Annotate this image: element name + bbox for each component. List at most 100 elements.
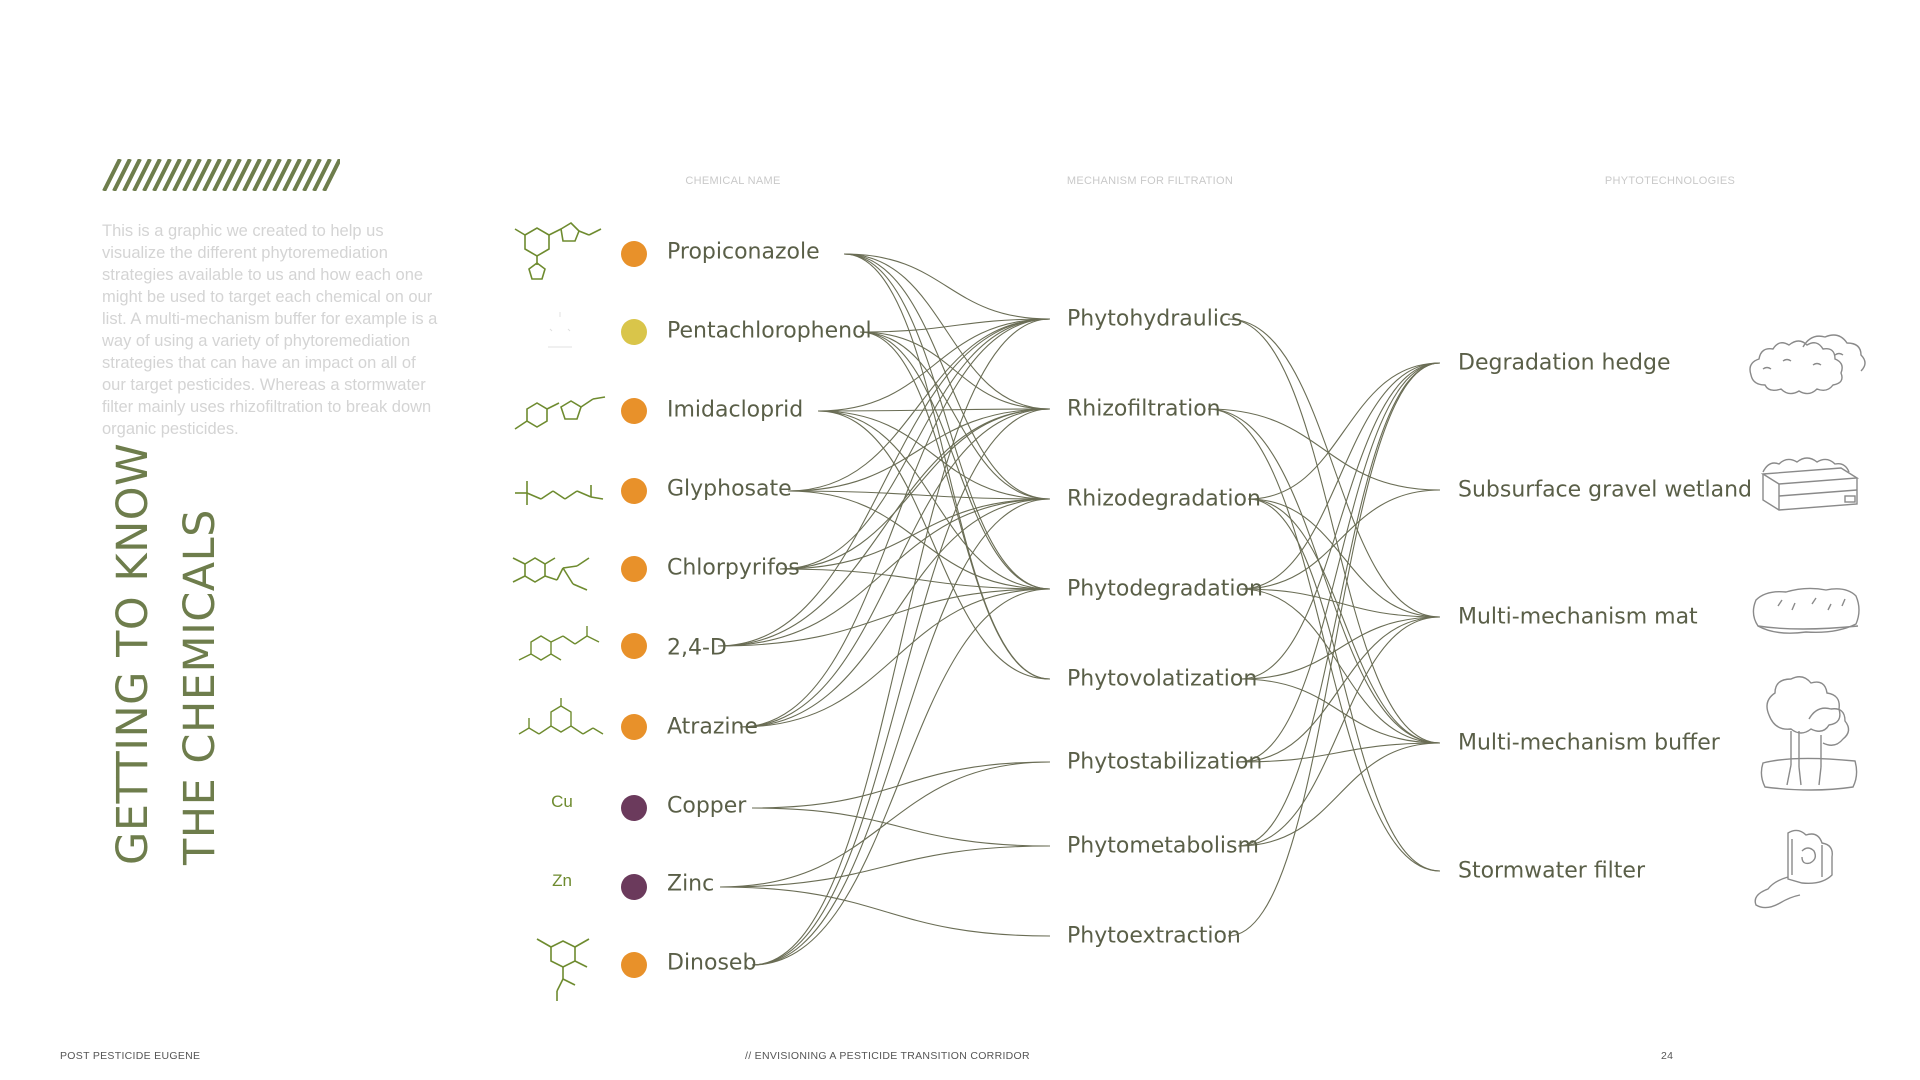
glyphosate-structure-icon bbox=[515, 481, 604, 505]
mechanism-technology-link bbox=[1237, 616, 1441, 847]
chemical-mechanism-link bbox=[787, 408, 1051, 492]
chemical-mechanism-link bbox=[739, 318, 1051, 728]
mechanism-label: Phytoextraction bbox=[1067, 923, 1241, 949]
chemical-label: Copper bbox=[667, 793, 747, 819]
copper-symbol: Cu bbox=[551, 792, 573, 811]
imidacloprid-structure-icon bbox=[514, 396, 606, 430]
chemical-mechanism-link bbox=[859, 318, 1051, 333]
mechanism-technology-link bbox=[1207, 408, 1441, 872]
mechanism-technology-link bbox=[1227, 318, 1441, 618]
mechanism-technology-link bbox=[1237, 742, 1441, 763]
gravel-wetland-sketch-icon bbox=[1760, 457, 1860, 511]
chemical-mechanism-link bbox=[817, 318, 1051, 412]
chemical-mechanism-link bbox=[859, 331, 1051, 680]
mechanism-technology-link bbox=[1239, 588, 1441, 618]
mechanism-label: Phytostabilization bbox=[1067, 749, 1263, 775]
chemical-mechanism-link bbox=[859, 331, 1051, 500]
mechanism-technology-link bbox=[1207, 408, 1441, 491]
mechanism-label: Rhizodegradation bbox=[1067, 486, 1261, 512]
chemical-mechanism-link bbox=[739, 408, 1051, 728]
chemical-label: 2,4-D bbox=[667, 635, 727, 661]
chemical-dot-glyphosate bbox=[621, 478, 647, 504]
column-header-tech: PHYTOTECHNOLOGIES bbox=[1604, 175, 1736, 187]
mechanism-label: Phytodegradation bbox=[1067, 576, 1263, 602]
chemical-mechanism-link bbox=[843, 253, 1051, 500]
page-number: 24 bbox=[1661, 1050, 1674, 1062]
chemical-mechanism-link bbox=[751, 498, 1051, 966]
technology-label: Subsurface gravel wetland bbox=[1458, 477, 1752, 503]
chemical-mechanism-link bbox=[787, 490, 1051, 590]
chemical-mechanism-link bbox=[779, 498, 1051, 570]
chemical-mechanism-link bbox=[739, 588, 1051, 728]
chemical-label: Propiconazole bbox=[667, 239, 820, 265]
chemical-mechanism-link bbox=[717, 318, 1051, 647]
chemical-mechanism-link bbox=[719, 886, 1051, 937]
zinc-symbol: Zn bbox=[552, 871, 572, 890]
chemical-mechanism-link bbox=[719, 761, 1051, 888]
mechanism-technology-link bbox=[1239, 588, 1441, 744]
mechanism-technology-link bbox=[1239, 678, 1441, 744]
footer-center: // ENVISIONING A PESTICIDE TRANSITION CO… bbox=[745, 1050, 1030, 1062]
chemical-mechanism-link bbox=[787, 490, 1051, 500]
chemical-mechanism-link bbox=[717, 588, 1051, 647]
chemical-mechanism-link bbox=[719, 845, 1051, 888]
chemical-mechanism-link bbox=[779, 318, 1051, 570]
chemical-mechanism-link bbox=[843, 253, 1051, 320]
chemical-dot-2-4-d bbox=[621, 633, 647, 659]
chemical-mechanism-link bbox=[817, 410, 1051, 500]
chemical-label: Imidacloprid bbox=[667, 397, 804, 423]
mechanism-technology-link bbox=[1227, 318, 1441, 744]
chemical-mechanism-link bbox=[843, 253, 1051, 680]
chemical-mechanism-link bbox=[843, 253, 1051, 410]
mechanism-technology-link bbox=[1247, 362, 1441, 500]
chemical-mechanism-link bbox=[751, 588, 1051, 966]
mechanism-technology-link bbox=[1237, 362, 1441, 763]
mechanism-technology-link bbox=[1239, 489, 1441, 590]
chemical-mechanism-link bbox=[859, 331, 1051, 410]
mechanism-technology-link bbox=[1247, 498, 1441, 744]
mechanism-technology-link bbox=[1207, 408, 1441, 744]
chemical-label: Pentachlorophenol bbox=[667, 318, 872, 344]
2-4-d-structure-icon bbox=[518, 626, 600, 661]
dinoseb-structure-icon bbox=[536, 938, 590, 1001]
mechanism-technology-link bbox=[1239, 616, 1441, 680]
technology-label: Stormwater filter bbox=[1458, 858, 1645, 884]
intro-paragraph: This is a graphic we created to help us … bbox=[102, 222, 438, 438]
chemical-dot-chlorpyrifos bbox=[621, 556, 647, 582]
chemical-mechanism-link bbox=[739, 498, 1051, 728]
chemical-mechanism-link bbox=[751, 807, 1051, 847]
column-header-chemical: CHEMICAL NAME bbox=[685, 175, 781, 187]
chemical-label: Dinoseb bbox=[667, 950, 757, 976]
mechanism-label: Phytometabolism bbox=[1067, 833, 1259, 859]
stormwater-filter-sketch-icon bbox=[1754, 829, 1833, 909]
chemical-mechanism-link bbox=[779, 568, 1051, 590]
pentachlorophenol-structure-icon bbox=[548, 312, 572, 348]
column-header-mechanism: MECHANISM FOR FILTRATION bbox=[1066, 175, 1234, 187]
chemical-mechanism-link bbox=[751, 408, 1051, 966]
mechanism-technology-link bbox=[1237, 616, 1441, 763]
chemical-mechanism-link bbox=[717, 498, 1051, 647]
chemical-dot-imidacloprid bbox=[621, 398, 647, 424]
mechanism-technology-link bbox=[1237, 742, 1441, 847]
mechanism-technology-link bbox=[1247, 498, 1441, 872]
technology-label: Degradation hedge bbox=[1458, 350, 1671, 376]
chemical-label: Atrazine bbox=[667, 714, 758, 740]
mat-sketch-icon bbox=[1752, 587, 1860, 634]
chlorpyrifos-structure-icon bbox=[512, 557, 590, 591]
chemical-mechanism-link bbox=[843, 253, 1051, 590]
technology-label: Multi-mechanism mat bbox=[1458, 604, 1698, 630]
chemical-label: Zinc bbox=[667, 871, 715, 897]
chemical-mechanism-link bbox=[817, 410, 1051, 590]
hedge-sketch-icon bbox=[1749, 334, 1866, 395]
atrazine-structure-icon bbox=[518, 698, 604, 735]
chemical-dot-pentachlorophenol bbox=[621, 319, 647, 345]
chemical-mechanism-link bbox=[859, 331, 1051, 590]
chemical-dot-zinc bbox=[621, 874, 647, 900]
mechanism-label: Phytohydraulics bbox=[1067, 306, 1243, 332]
technology-label: Multi-mechanism buffer bbox=[1458, 730, 1720, 756]
chemical-dot-copper bbox=[621, 795, 647, 821]
chemical-label: Chlorpyrifos bbox=[667, 555, 800, 581]
mechanism-technology-link bbox=[1239, 362, 1441, 590]
chemical-mechanism-link bbox=[817, 410, 1051, 680]
